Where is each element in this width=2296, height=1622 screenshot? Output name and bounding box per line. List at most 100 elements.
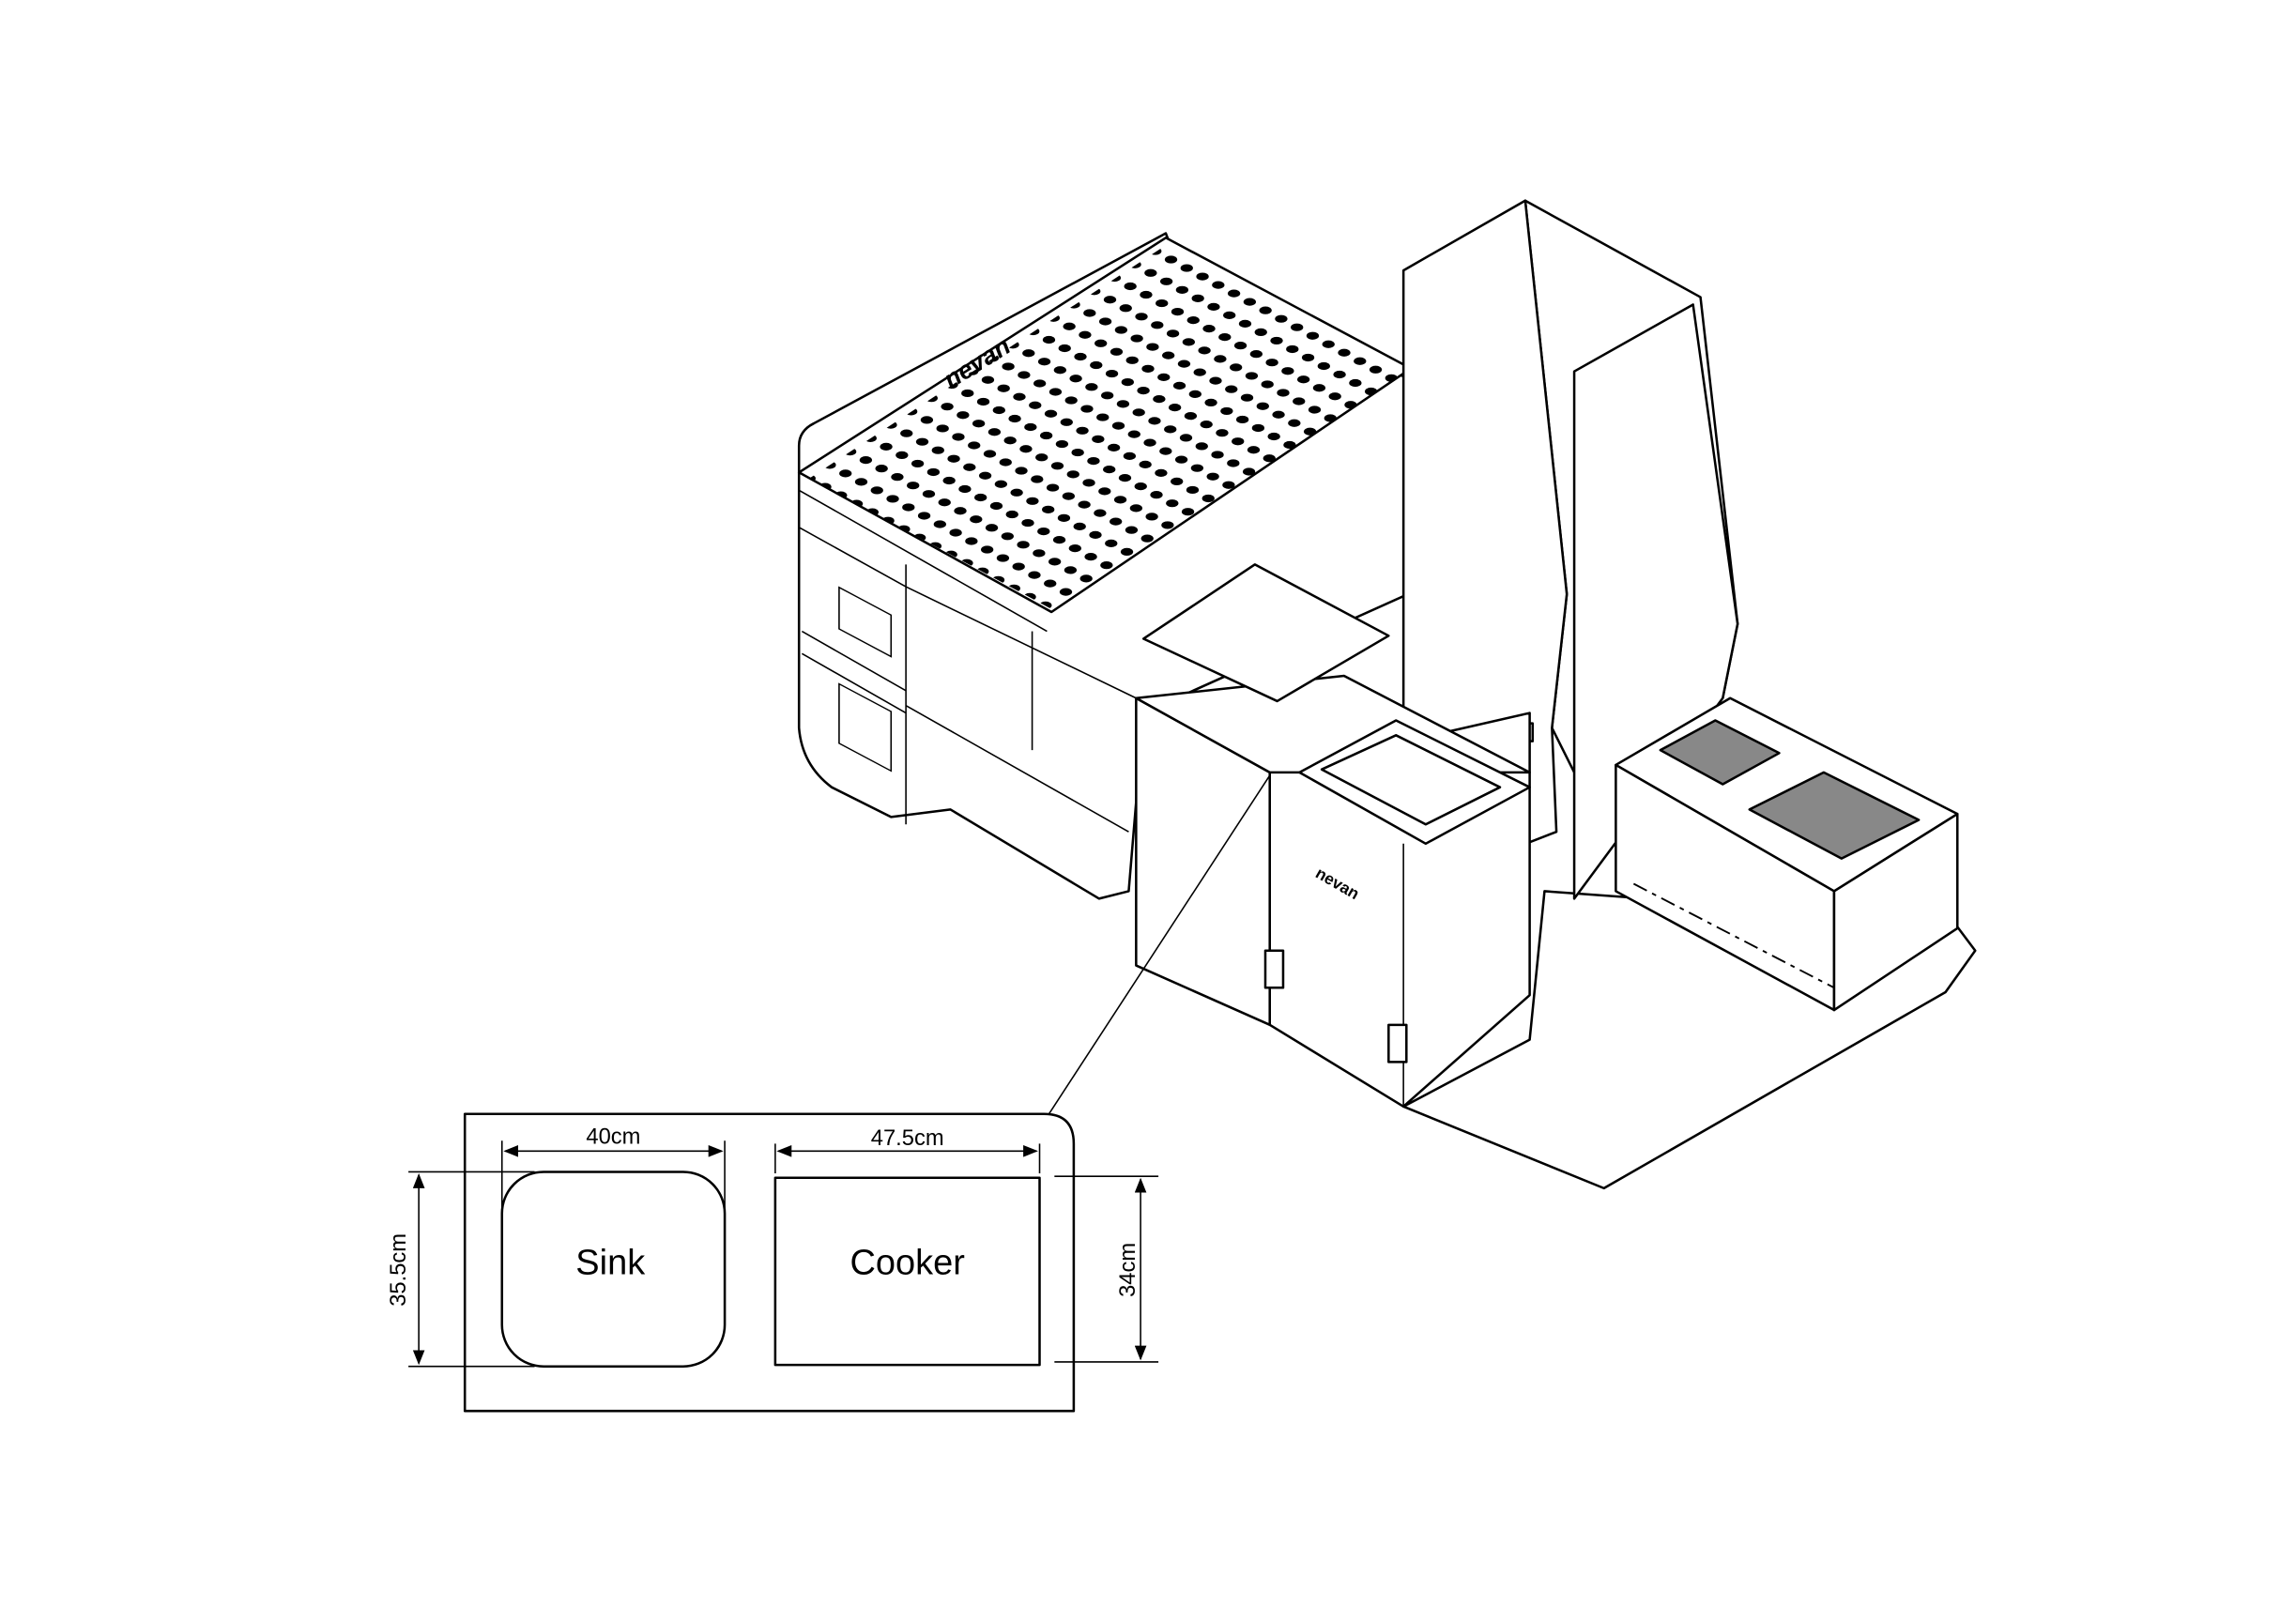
perforation-hole [1066,470,1079,479]
perforation-hole [1297,375,1310,384]
perforation-hole [1146,343,1159,351]
perforation-hole [1344,401,1357,409]
perforation-hole [1092,435,1105,443]
perforation-hole [1254,328,1267,337]
perforation-hole [1155,468,1168,478]
perforation-hole [1134,482,1147,491]
perforation-hole [1242,467,1256,476]
perforation-hole [1324,245,1338,252]
perforation-hole [1148,417,1161,425]
perforation-hole [1353,114,1365,121]
perforation-hole [1299,280,1313,288]
perforation-hole [968,441,981,450]
perforation-hole [1488,138,1500,145]
perforation-hole [938,498,951,507]
perforation-hole [1436,134,1448,142]
perforation-hole [1101,391,1114,400]
perforation-hole [875,465,888,473]
perforation-hole [1499,168,1511,176]
perforation-hole [1127,430,1140,438]
perforation-hole [1110,517,1123,526]
perforation-hole [1362,314,1376,322]
perforation-hole [981,375,995,384]
perforation-hole [1135,313,1148,321]
sink-label: Sink [575,1244,646,1283]
perforation-hole [1098,317,1112,326]
perforation-hole [1739,273,1752,281]
perforation-hole [992,406,1005,415]
sink-cutout [500,1171,727,1368]
perforation-hole [1161,521,1174,529]
perforation-hole [1024,422,1037,432]
perforation-hole [1478,181,1491,189]
perforation-hole [1472,130,1484,137]
perforation-hole [1343,158,1355,165]
perforation-hole [1209,376,1222,385]
perforation-hole [1645,222,1658,230]
perforation-hole [1354,357,1367,365]
perforation-hole [1268,263,1281,271]
perforation-hole [949,528,962,537]
perforation-hole [1338,348,1351,357]
perforation-hole [1118,474,1132,482]
perforation-hole [1462,173,1475,180]
perforation-hole [954,507,967,515]
perforation-hole [1530,185,1542,192]
perforation-hole [1013,392,1026,401]
perforation-hole [1308,162,1320,170]
perforation-hole [1322,340,1335,348]
perforation-hole [1247,446,1261,454]
cooker-label: Cooker [850,1244,965,1283]
perforation-hole [1245,372,1259,380]
perforation-hole [1282,197,1294,205]
perforation-hole [1730,316,1742,324]
perforation-hole [1341,666,1354,674]
perforation-hole [1119,304,1132,313]
perforation-hole [1860,362,1873,370]
perforation-hole [1676,239,1689,247]
perforation-hole [1328,392,1341,401]
perforation-hole [1332,127,1344,134]
perforation-hole [1266,189,1278,196]
perforation-hole [1741,347,1753,355]
perforation-hole [1504,146,1516,154]
perforation-hole [1082,479,1095,487]
perforation-hole [1378,322,1391,330]
perforation-hole [1715,308,1727,315]
perforation-hole [1174,455,1188,464]
perforation-hole [1083,309,1096,317]
perforation-hole [1026,497,1039,505]
perforation-hole [1162,351,1175,360]
perforation-hole [1850,332,1862,340]
perforation-hole [1085,383,1098,391]
perforation-hole [1373,100,1385,108]
perforation-hole [1291,323,1304,331]
perforation-hole [1233,342,1247,350]
perforation-hole [1582,189,1594,196]
perforation-hole [1672,261,1684,268]
perforation-hole [926,467,941,477]
perforation-hole [915,437,929,446]
perforation-hole [1519,155,1531,162]
perforation-hole [1271,167,1283,175]
perforation-hole [1308,406,1322,414]
perforation-hole [1206,472,1219,481]
perforation-hole [1360,245,1374,248]
perforation-hole [1184,412,1198,421]
perforation-hole [1798,329,1810,336]
perforation-hole [1180,264,1193,272]
perforation-hole [1175,285,1189,294]
perforation-hole [1764,407,1776,415]
perforation-hole [1431,156,1444,163]
perforation-hole [1019,445,1033,453]
side-bench [1615,696,1959,1012]
perforation-hole [1090,360,1103,370]
cooker-depth-dimension: 34cm [1116,1243,1140,1297]
perforation-hole [1314,214,1326,222]
perforation-hole [1103,296,1117,304]
perforation-hole [1738,443,1751,451]
perforation-hole [1609,227,1621,235]
perforation-hole [1226,216,1238,223]
perforation-hole [1809,360,1821,367]
